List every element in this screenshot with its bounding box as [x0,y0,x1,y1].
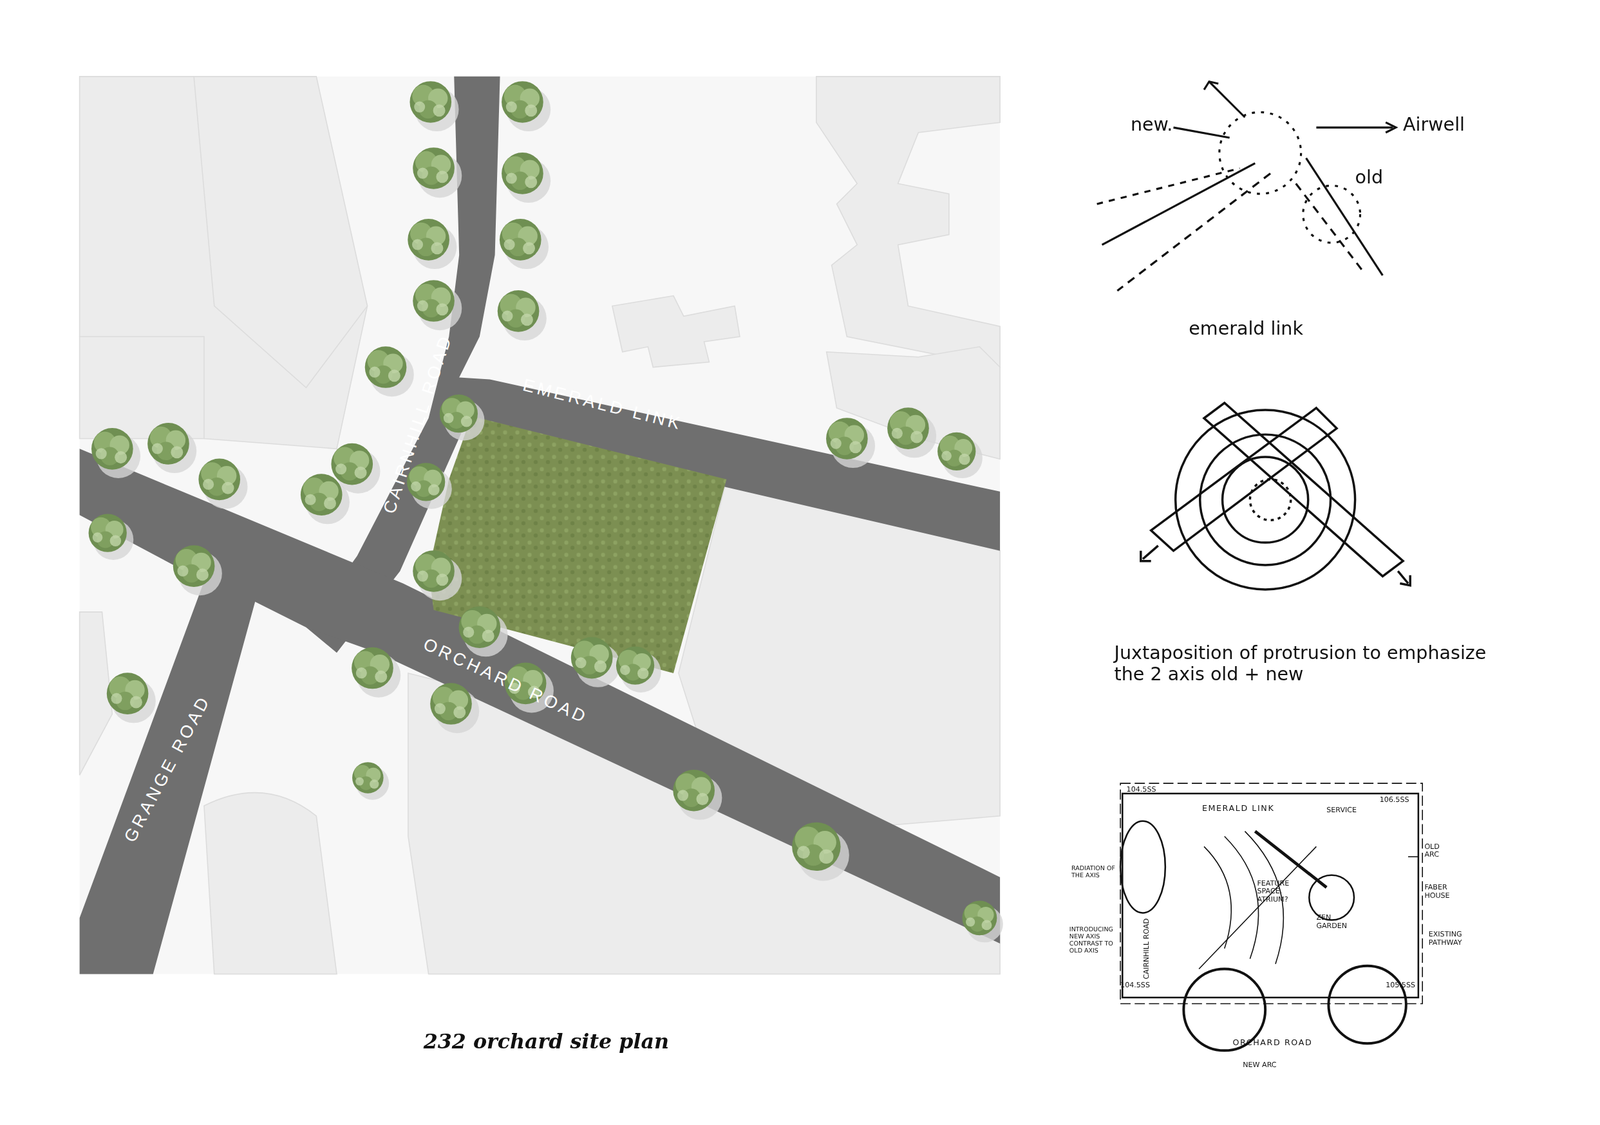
level-mark: 106.5SS [1379,795,1410,805]
sketch-note: OLD ARC [1424,842,1456,860]
sketch-note: EXISTING PATHWAY [1428,930,1490,948]
sketch-note: old [1355,167,1384,189]
level-mark: 104.5SS [1120,981,1150,991]
sketch-note: NEW ARC [1242,1061,1277,1070]
sketch-note: INTRODUCING NEW AXIS CONTRAST TO OLD AXI… [1069,926,1123,955]
road-name: GRANGE ROAD [120,692,216,847]
sketch-note: RADIATION OF THE AXIS [1071,865,1121,880]
sketch-note: Airwell [1402,113,1465,136]
sketch-note: SERVICE [1326,806,1357,815]
sketch-note: FEATURE SPACE, ATRIUM? [1256,879,1303,904]
sketch-note: Juxtaposition of protrusion to emphasize… [1114,642,1503,686]
sketch-note: EMERALD LINK [1202,804,1275,814]
sketch-note: ZEN GARDEN [1316,914,1349,932]
road-name: ORCHARD ROAD [420,634,592,729]
plan-caption: 232 orchard site plan [423,1030,669,1055]
sketch-title: emerald link [1188,318,1304,340]
sketch-note: CAIRNHILL ROAD [1142,918,1152,980]
sketch-note: new. [1130,113,1173,136]
road-name: EMERALD LINK [520,375,686,435]
sketch-note: ORCHARD ROAD [1232,1038,1313,1049]
road-name: CAIRNHILL ROAD [379,331,458,517]
sketch-note: FABER HOUSE [1424,883,1465,901]
level-mark: 105.5SS [1385,981,1416,991]
level-mark: 104.5SS [1126,785,1157,794]
